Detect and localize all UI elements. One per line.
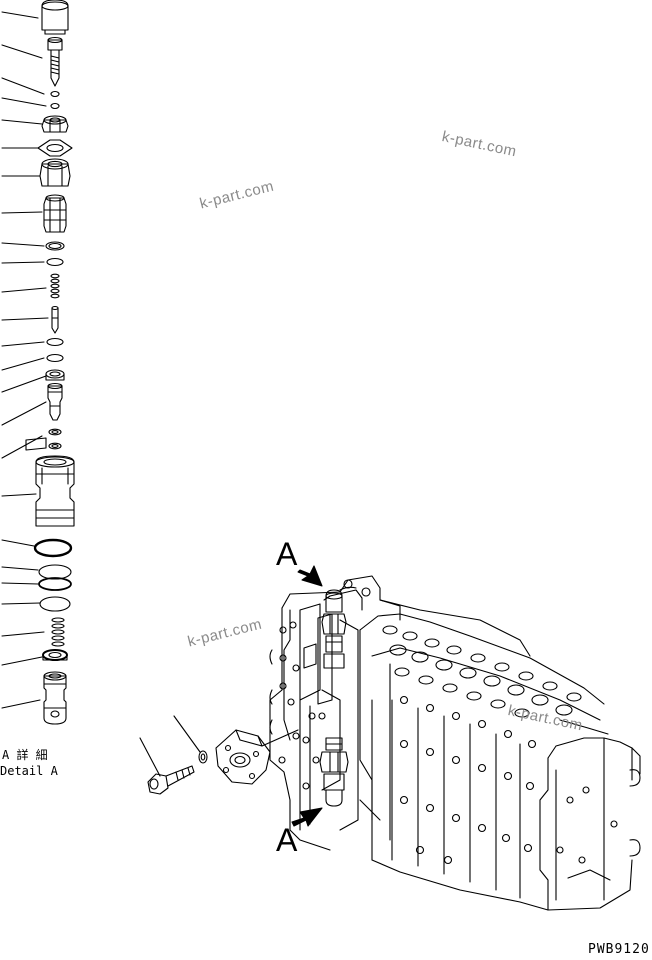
- poppet-pin-part: [52, 307, 58, 334]
- small-ring: [51, 104, 59, 109]
- bolt-part: [148, 766, 194, 794]
- parts-stack: [26, 0, 74, 724]
- backup-ring: [39, 565, 71, 579]
- washer-part: [199, 751, 207, 763]
- upper-relief-valve: [322, 590, 346, 668]
- sleeve-body-part: [36, 456, 74, 526]
- view-marker-bottom: A: [276, 822, 298, 858]
- adjust-screw-part: [48, 38, 62, 87]
- plug-part: [44, 195, 66, 232]
- hex-nut-part: [40, 159, 70, 186]
- drawing-number: PWB9120: [588, 942, 650, 957]
- washer-set-part: [26, 429, 61, 450]
- o-ring: [46, 242, 64, 250]
- retainer-part: [43, 650, 67, 660]
- view-marker-top: A: [276, 536, 298, 572]
- bottom-plug-part: [44, 672, 66, 724]
- flange-cover-part: [216, 730, 298, 784]
- backup-ring: [47, 339, 63, 346]
- backup-ring: [40, 597, 70, 611]
- bolt-leader: [140, 738, 160, 776]
- lock-nut-part: [42, 116, 68, 132]
- leader-lines: [2, 12, 48, 708]
- washer-leader: [174, 716, 200, 752]
- o-ring: [39, 578, 71, 590]
- control-valve-body: [270, 576, 640, 910]
- seat-part: [46, 370, 64, 380]
- detail-caption-en: Detail A: [0, 764, 58, 778]
- view-arrow-top: [298, 566, 322, 586]
- small-spring-part: [51, 274, 59, 298]
- valve-front-holes: [401, 697, 536, 864]
- cap-part: [42, 0, 68, 34]
- detail-caption-jp: A 詳 細: [2, 748, 48, 762]
- valve-piston-part: [48, 384, 62, 421]
- valve-top-ports: [383, 626, 581, 717]
- lower-relief-valve: [320, 738, 348, 806]
- large-o-ring: [35, 540, 71, 556]
- o-ring: [47, 259, 63, 266]
- gasket-part: [38, 140, 72, 156]
- view-arrow-bottom: [292, 808, 322, 826]
- main-spring-part: [52, 618, 64, 646]
- small-ring: [51, 92, 59, 97]
- o-ring: [47, 355, 63, 362]
